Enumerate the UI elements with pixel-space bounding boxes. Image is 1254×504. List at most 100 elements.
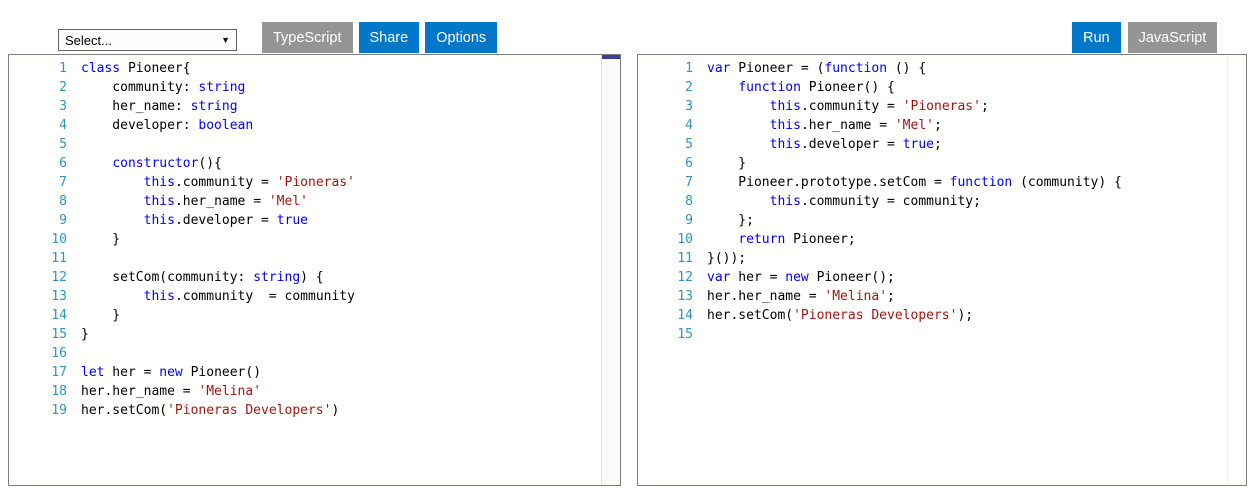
line-number: 1 bbox=[685, 61, 693, 76]
code-line[interactable]: 15} bbox=[9, 325, 620, 344]
code-text: this.community = community bbox=[143, 289, 355, 304]
examples-select[interactable]: Select... bbox=[58, 29, 237, 51]
examples-select-wrap: Select... ▼ bbox=[58, 29, 237, 51]
line-number: 5 bbox=[59, 137, 67, 152]
code-line[interactable]: 10 return Pioneer; bbox=[638, 230, 1246, 249]
line-number: 14 bbox=[51, 308, 67, 323]
code-text: setCom(community: string) { bbox=[81, 270, 324, 285]
share-button[interactable]: Share bbox=[358, 22, 420, 53]
code-line[interactable]: 6 } bbox=[638, 154, 1246, 173]
line-number: 11 bbox=[51, 251, 67, 266]
code-line[interactable]: 16 bbox=[9, 344, 620, 363]
code-line[interactable]: 1 var Pioneer = (function () { bbox=[638, 59, 1246, 78]
editor-scrollbar[interactable] bbox=[601, 55, 620, 485]
line-number: 5 bbox=[685, 137, 693, 152]
line-number: 19 bbox=[51, 403, 67, 418]
line-number: 2 bbox=[59, 80, 67, 95]
javascript-tab[interactable]: JavaScript bbox=[1127, 22, 1218, 53]
code-line[interactable]: 11 }()); bbox=[638, 249, 1246, 268]
javascript-output-editor[interactable]: 1 var Pioneer = (function () { 2 function … bbox=[638, 55, 1246, 485]
code-line[interactable]: 9 this.developer = true bbox=[9, 211, 620, 230]
line-number: 12 bbox=[677, 270, 693, 285]
line-number: 17 bbox=[51, 365, 67, 380]
line-number: 12 bbox=[51, 270, 67, 285]
line-number: 1 bbox=[59, 61, 67, 76]
line-number: 8 bbox=[685, 194, 693, 209]
code-text: this.developer = true bbox=[143, 213, 308, 228]
code-line[interactable]: 14 } bbox=[9, 306, 620, 325]
code-line[interactable]: 13 her.her_name = 'Melina'; bbox=[638, 287, 1246, 306]
code-text: return Pioneer; bbox=[738, 232, 856, 247]
line-number: 18 bbox=[51, 384, 67, 399]
code-line[interactable]: 15 bbox=[638, 325, 1246, 344]
code-line[interactable]: 4 developer: boolean bbox=[9, 116, 620, 135]
code-line[interactable]: 5 this.developer = true; bbox=[638, 135, 1246, 154]
code-text: this.community = community; bbox=[769, 194, 981, 209]
options-button[interactable]: Options bbox=[425, 22, 498, 53]
code-text: this.community = 'Pioneras'; bbox=[769, 99, 989, 114]
code-line[interactable]: 3 her_name: string bbox=[9, 97, 620, 116]
code-text: her.setCom('Pioneras Developers'); bbox=[707, 308, 974, 323]
code-line[interactable]: 2 function Pioneer() { bbox=[638, 78, 1246, 97]
line-number: 3 bbox=[685, 99, 693, 114]
line-number: 16 bbox=[51, 346, 67, 361]
code-text: } bbox=[81, 308, 121, 323]
code-line[interactable]: 7 this.community = 'Pioneras' bbox=[9, 173, 620, 192]
code-text: her.setCom('Pioneras Developers') bbox=[81, 403, 340, 418]
code-line[interactable]: 8 this.community = community; bbox=[638, 192, 1246, 211]
line-number: 13 bbox=[677, 289, 693, 304]
code-text: var Pioneer = (function () { bbox=[707, 61, 927, 76]
code-line[interactable]: 2 community: string bbox=[9, 78, 620, 97]
typescript-tab[interactable]: TypeScript bbox=[262, 22, 353, 53]
code-text: constructor(){ bbox=[112, 156, 222, 171]
line-number: 11 bbox=[677, 251, 693, 266]
code-line[interactable]: 6 constructor(){ bbox=[9, 154, 620, 173]
run-button[interactable]: Run bbox=[1072, 22, 1121, 53]
code-text bbox=[701, 325, 707, 344]
toolbar-right: Run JavaScript bbox=[1072, 22, 1218, 53]
line-number: 3 bbox=[59, 99, 67, 114]
code-line[interactable]: 11 bbox=[9, 249, 620, 268]
code-text bbox=[75, 344, 81, 363]
line-number: 4 bbox=[685, 118, 693, 133]
code-line[interactable]: 9 }; bbox=[638, 211, 1246, 230]
code-text: her_name: string bbox=[81, 99, 238, 114]
code-line[interactable]: 12 setCom(community: string) { bbox=[9, 268, 620, 287]
code-line[interactable]: 7 Pioneer.prototype.setCom = function (c… bbox=[638, 173, 1246, 192]
code-text: Pioneer.prototype.setCom = function (com… bbox=[707, 175, 1122, 190]
code-text: class Pioneer{ bbox=[81, 61, 191, 76]
code-text: }()); bbox=[707, 251, 747, 266]
code-text: this.community = 'Pioneras' bbox=[143, 175, 355, 190]
scrollbar-thumb[interactable] bbox=[602, 55, 620, 59]
code-line[interactable]: 13 this.community = community bbox=[9, 287, 620, 306]
line-number: 2 bbox=[685, 80, 693, 95]
code-text bbox=[75, 249, 81, 268]
line-number: 6 bbox=[685, 156, 693, 171]
code-line[interactable]: 10 } bbox=[9, 230, 620, 249]
code-text: her.her_name = 'Melina'; bbox=[707, 289, 895, 304]
code-line[interactable]: 18 her.her_name = 'Melina' bbox=[9, 382, 620, 401]
line-number: 7 bbox=[685, 175, 693, 190]
code-text: this.her_name = 'Mel'; bbox=[769, 118, 942, 133]
code-text: this.her_name = 'Mel' bbox=[143, 194, 308, 209]
line-number: 9 bbox=[685, 213, 693, 228]
code-text: } bbox=[707, 156, 747, 171]
editor-scrollbar[interactable] bbox=[1227, 55, 1246, 485]
code-line[interactable]: 19 her.setCom('Pioneras Developers') bbox=[9, 401, 620, 420]
code-text: community: string bbox=[81, 80, 246, 95]
line-number: 13 bbox=[51, 289, 67, 304]
line-number: 15 bbox=[51, 327, 67, 342]
code-line[interactable]: 3 this.community = 'Pioneras'; bbox=[638, 97, 1246, 116]
code-text: her.her_name = 'Melina' bbox=[81, 384, 262, 399]
code-line[interactable]: 4 this.her_name = 'Mel'; bbox=[638, 116, 1246, 135]
code-line[interactable]: 8 this.her_name = 'Mel' bbox=[9, 192, 620, 211]
code-line[interactable]: 5 bbox=[9, 135, 620, 154]
code-line[interactable]: 1 class Pioneer{ bbox=[9, 59, 620, 78]
code-text: function Pioneer() { bbox=[738, 80, 895, 95]
